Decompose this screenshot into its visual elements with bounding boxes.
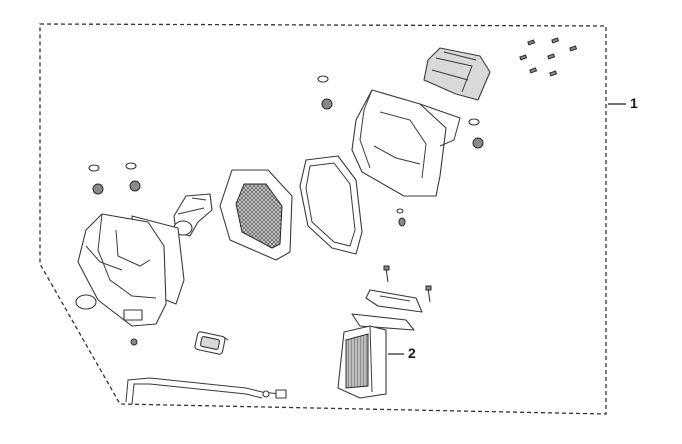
lower-air-box-case	[75, 213, 167, 327]
filter-cover-plate	[365, 265, 432, 313]
intake-duct	[423, 47, 491, 101]
air-filter-element	[337, 325, 387, 399]
screw-set	[519, 37, 578, 77]
filter-frame	[219, 169, 293, 261]
callout-1-label: 1	[630, 95, 638, 111]
grommet-set	[88, 75, 484, 227]
assembly-boundary	[39, 23, 607, 415]
air-box-gasket	[299, 155, 363, 255]
elbow-connector	[173, 193, 213, 237]
drain-hose	[125, 377, 287, 405]
label-plate	[194, 331, 229, 355]
upper-air-box-case	[351, 89, 461, 197]
gasket-inner-edge	[305, 162, 356, 247]
drain-plug	[130, 338, 138, 346]
callout-2-label: 2	[408, 345, 416, 361]
filter-seal	[351, 313, 415, 331]
